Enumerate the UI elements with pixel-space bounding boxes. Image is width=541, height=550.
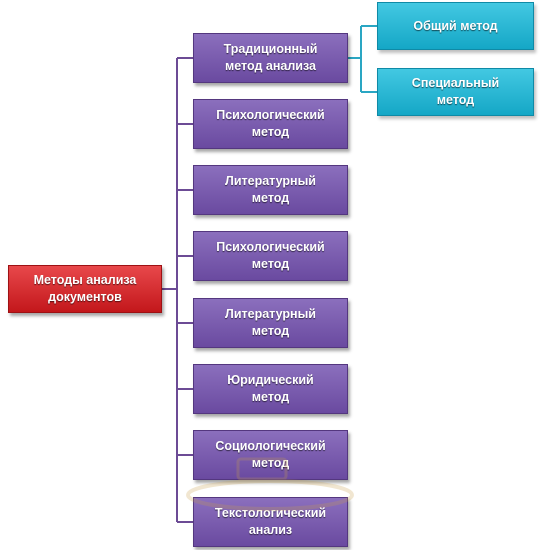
method-node-literary: Литературный метод [193, 165, 348, 215]
method-node-traditional: Традиционный метод анализа [193, 33, 348, 83]
method-node-psychological: Психологический метод [193, 99, 348, 149]
submethod-node-special: Специальный метод [377, 68, 534, 116]
method-node-textological: Текстологический анализ [193, 497, 348, 547]
method-node-psychological-2: Психологический метод [193, 231, 348, 281]
method-node-literary-2: Литературный метод [193, 298, 348, 348]
root-node: Методы анализа документов [8, 265, 162, 313]
method-node-sociological: Социологический метод [193, 430, 348, 480]
submethod-node-general: Общий метод [377, 2, 534, 50]
method-node-legal: Юридический метод [193, 364, 348, 414]
